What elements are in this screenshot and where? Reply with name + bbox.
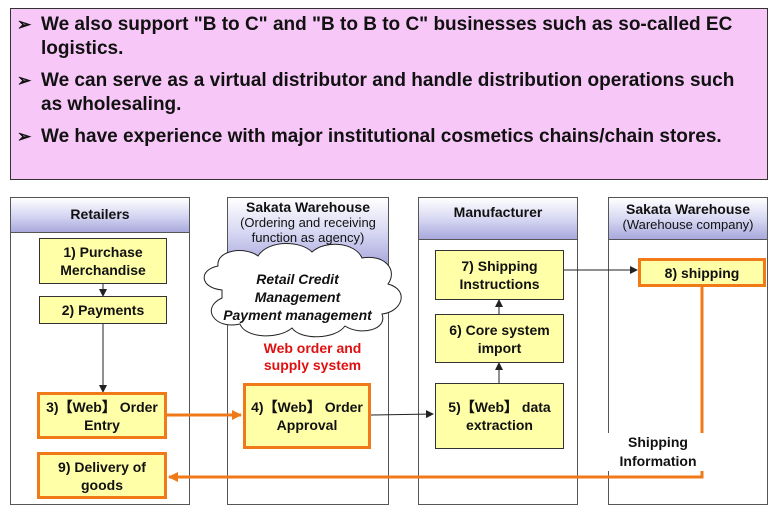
arrow-bullet-icon: ➢ xyxy=(17,71,32,90)
step-label: 5)【Web】 data extraction xyxy=(448,399,551,433)
step-label: 9) Delivery of goods xyxy=(58,458,146,493)
arrow-8-to-9 xyxy=(168,287,704,482)
sakata-company-header: Sakata Warehouse (Warehouse company) xyxy=(609,198,767,240)
step-7-shipping-instructions: 7) Shipping Instructions xyxy=(435,250,564,300)
shipping-information-label: Shipping Information xyxy=(604,433,712,471)
retailers-header: Retailers xyxy=(11,198,189,233)
column-title: Retailers xyxy=(70,206,130,222)
step-label: 1) Purchase Merchandise xyxy=(60,244,146,278)
step-1-purchase-merchandise: 1) Purchase Merchandise xyxy=(39,238,167,284)
step-label: 3)【Web】 Order Entry xyxy=(46,398,158,433)
cloud-line: Payment management xyxy=(223,307,372,323)
step-2-payments: 2) Payments xyxy=(39,296,167,324)
column-title: Sakata Warehouse xyxy=(246,199,370,215)
system-label: Web order and supply system xyxy=(263,340,362,373)
cloud-text: Retail Credit Management Payment managem… xyxy=(205,270,390,324)
bullet-text: We have experience with major institutio… xyxy=(41,126,722,147)
bullet-text: We can serve as a virtual distributor an… xyxy=(41,70,735,115)
step-6-core-system-import: 6) Core system import xyxy=(435,314,564,363)
cloud-line: Retail Credit xyxy=(256,271,339,287)
step-label: 4)【Web】 Order Approval xyxy=(251,399,363,433)
column-subtitle: (Ordering and receiving function as agen… xyxy=(240,215,376,245)
step-label: 8) shipping xyxy=(664,264,740,281)
column-title: Manufacturer xyxy=(453,204,543,220)
arrow-bullet-icon: ➢ xyxy=(17,127,32,146)
arrow-bullet-icon: ➢ xyxy=(17,15,32,34)
step-5-data-extraction: 5)【Web】 data extraction xyxy=(435,383,564,449)
cloud-line: Management xyxy=(254,289,341,305)
arrow-4-to-5 xyxy=(370,410,434,419)
bullet-item: ➢ We also support "B to C" and "B to B t… xyxy=(17,13,759,61)
step-4-order-approval: 4)【Web】 Order Approval xyxy=(243,383,371,449)
cloud-shape xyxy=(203,242,402,338)
step-label: 6) Core system import xyxy=(449,321,550,356)
bullet-item: ➢ We have experience with major institut… xyxy=(17,125,759,149)
manufacturer-header: Manufacturer xyxy=(419,198,577,240)
column-subtitle: (Warehouse company) xyxy=(622,217,754,232)
step-9-delivery-of-goods: 9) Delivery of goods xyxy=(37,452,167,499)
step-label: 7) Shipping Instructions xyxy=(459,258,540,292)
bullet-item: ➢ We can serve as a virtual distributor … xyxy=(17,69,759,117)
step-label: 2) Payments xyxy=(61,302,145,318)
step-8-shipping: 8) shipping xyxy=(638,258,766,287)
intro-banner: ➢ We also support "B to C" and "B to B t… xyxy=(10,8,768,180)
column-title: Sakata Warehouse xyxy=(626,201,750,217)
bullet-text: We also support "B to C" and "B to B to … xyxy=(41,14,733,59)
step-3-order-entry: 3)【Web】 Order Entry xyxy=(37,392,167,439)
